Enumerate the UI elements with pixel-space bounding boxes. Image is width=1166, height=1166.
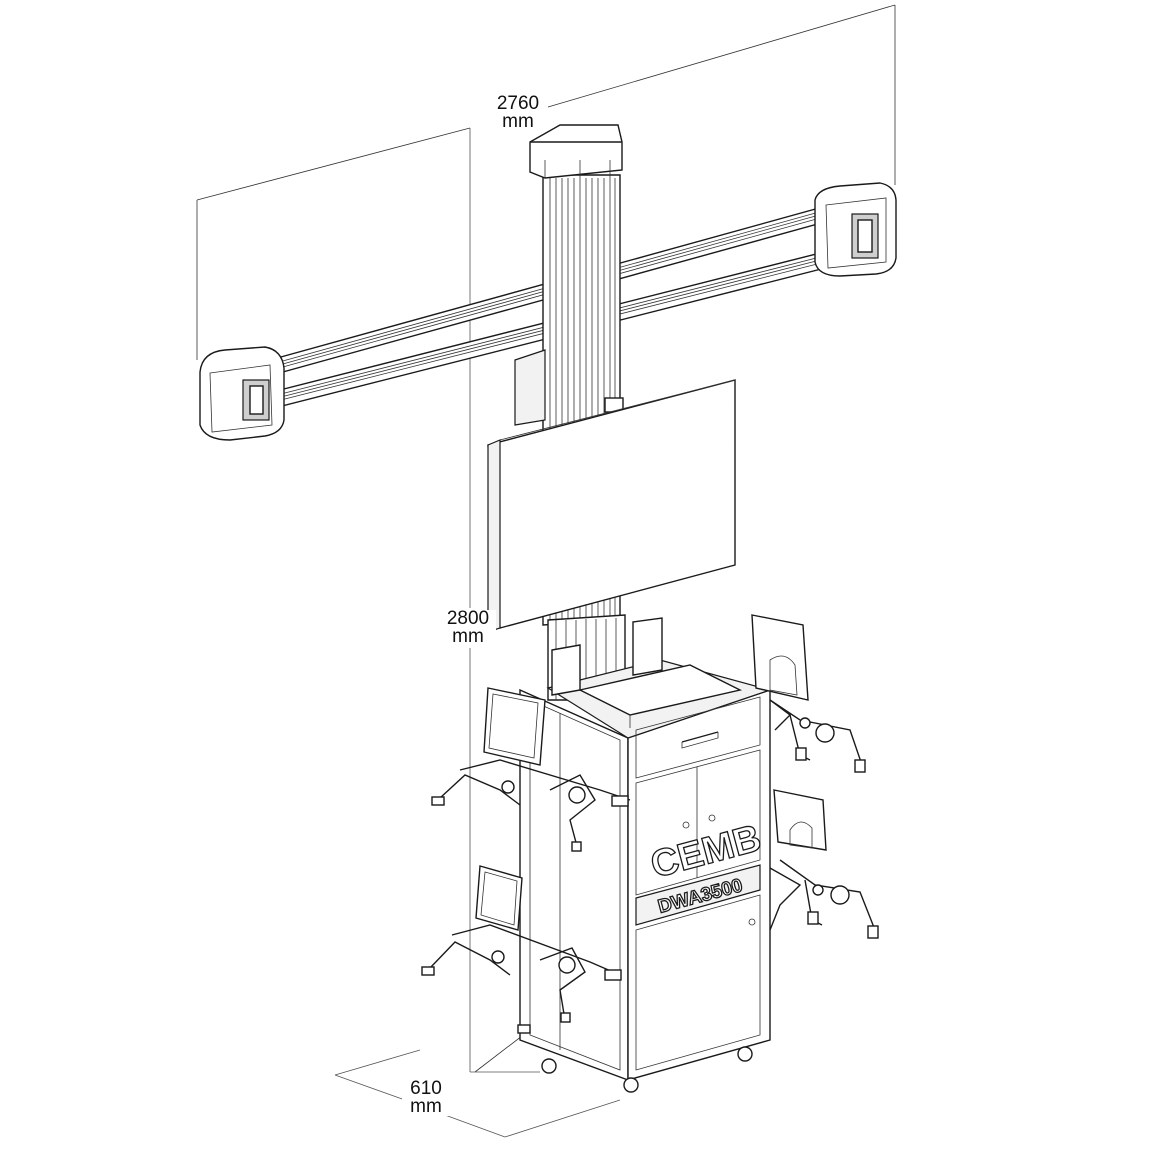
- left-upper-target: [431, 687, 631, 852]
- wall-outline: [196, 4, 896, 1073]
- depth-dimension-line: [334, 1049, 621, 1138]
- height-unit: mm: [452, 626, 484, 647]
- width-value: 2760: [496, 93, 540, 114]
- depth-dimension-label: 610 mm: [402, 1078, 450, 1117]
- width-dimension-label: 2760 mm: [490, 93, 546, 132]
- console-cabinet: [517, 617, 773, 1093]
- monitor: [487, 379, 736, 633]
- right-camera-housing: [814, 182, 897, 277]
- depth-value: 610: [410, 1078, 442, 1099]
- side-clamp-brackets: [769, 699, 802, 931]
- right-upper-target: [751, 614, 866, 773]
- height-value: 2800: [446, 608, 490, 629]
- left-lower-target: [421, 865, 622, 1023]
- width-unit: mm: [502, 111, 534, 132]
- depth-unit: mm: [410, 1096, 442, 1117]
- height-dimension-line: [469, 128, 540, 1073]
- left-camera-housing: [199, 346, 285, 441]
- height-dimension-label: 2800 mm: [440, 608, 496, 647]
- right-lower-target: [773, 789, 879, 939]
